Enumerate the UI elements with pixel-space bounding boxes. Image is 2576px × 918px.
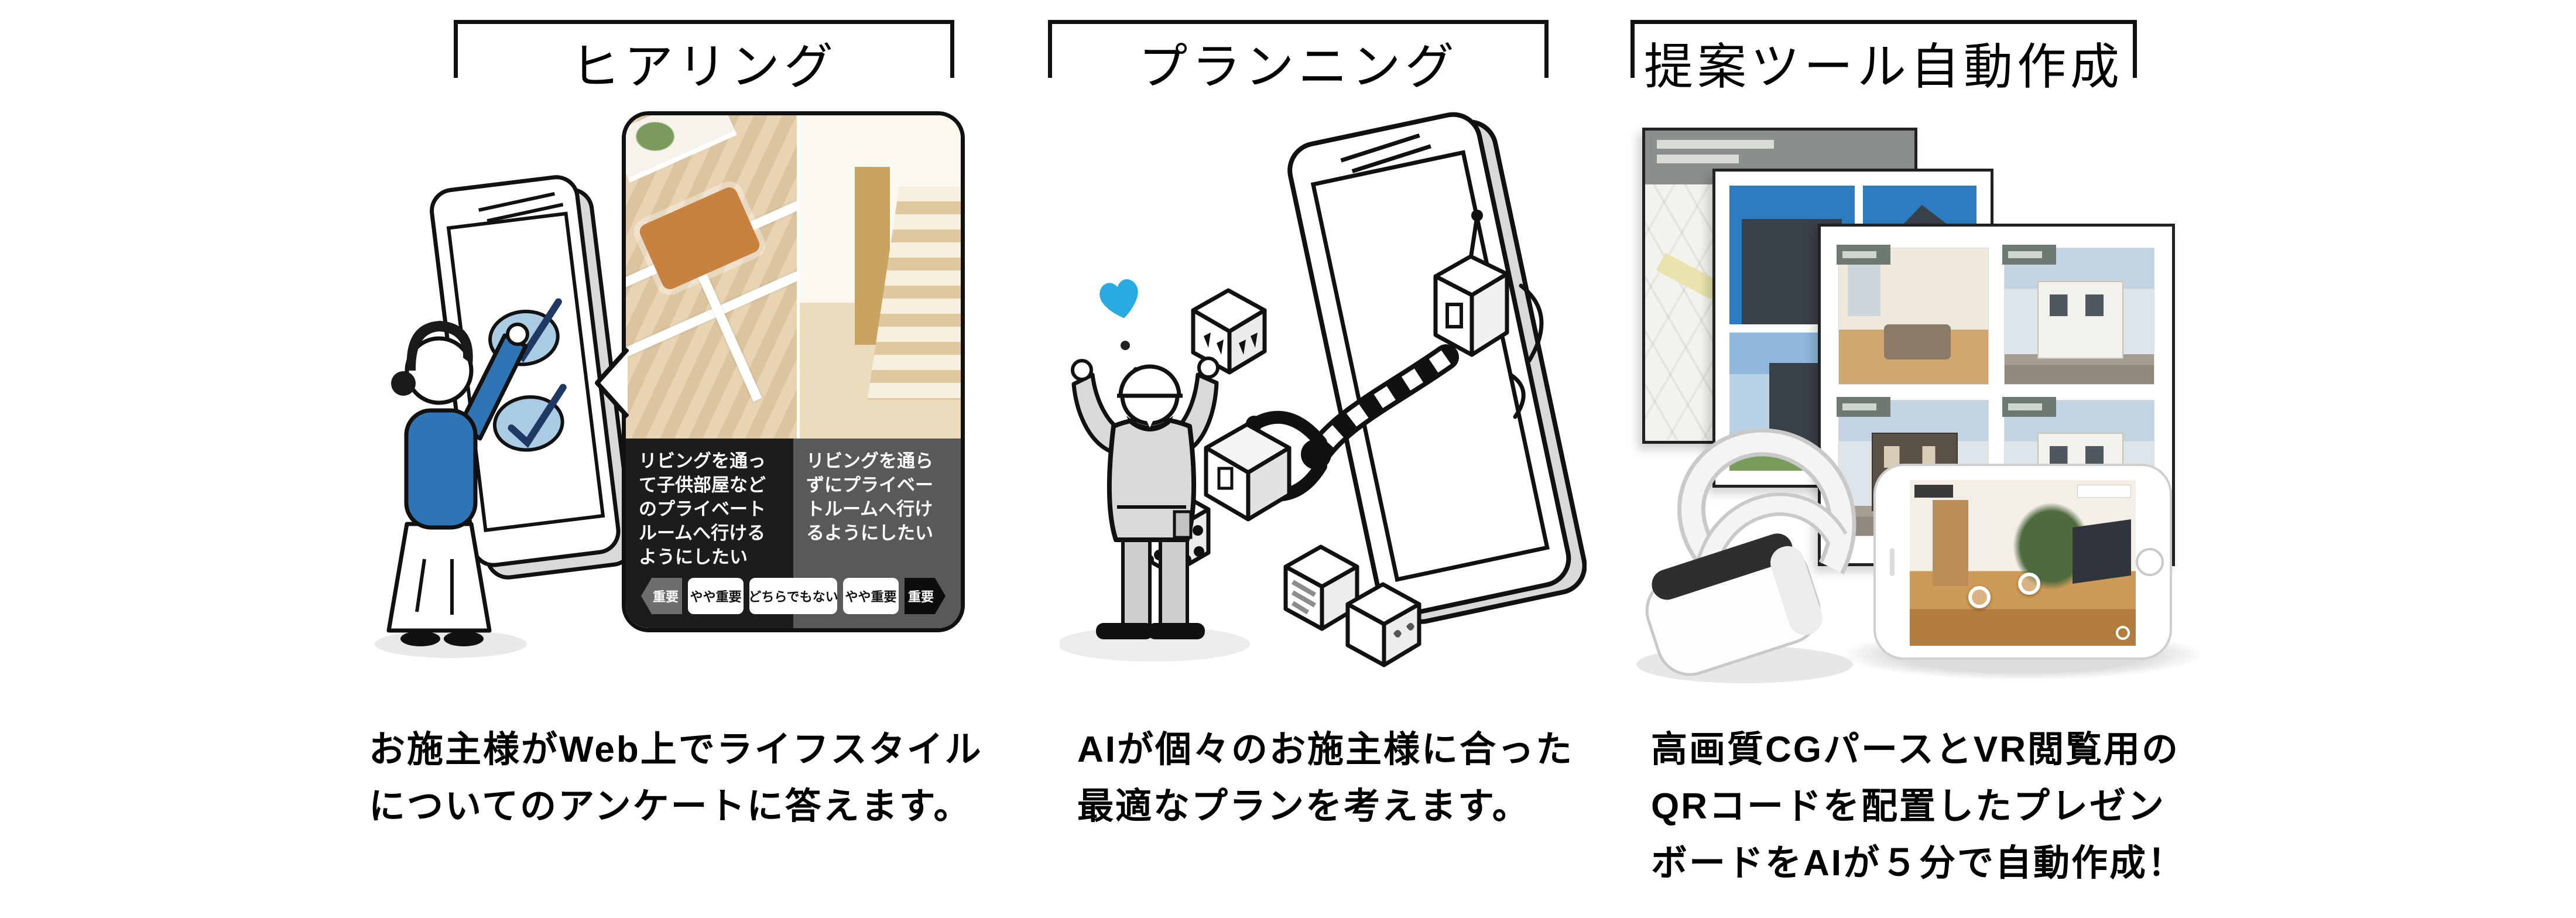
cube-icon-marks	[1345, 582, 1421, 667]
woman-figure	[375, 321, 529, 658]
cube-icon-document	[1283, 544, 1359, 631]
screen-label-chip	[1914, 485, 1953, 498]
panel-title-proposal: 提案ツール自動作成	[1643, 39, 2123, 94]
bracket-hearing: ヒアリング	[454, 20, 954, 114]
planning-illustration	[1060, 112, 1587, 667]
panel-title-hearing: ヒアリング	[570, 39, 837, 94]
smartphone-icon	[1873, 464, 2172, 660]
heart-icon	[1099, 279, 1138, 318]
caption-line: 最適なプランを考えます。	[1077, 786, 1530, 827]
survey-option-right: リビングを通らずにプライベートルームへ行けるようにしたい	[806, 451, 933, 543]
interior-photo-dining	[626, 115, 800, 439]
phone-home-button	[2136, 547, 2164, 576]
panel-title-planning: プランニング	[1138, 39, 1458, 94]
cg-photo-interior	[1837, 245, 1989, 385]
photo-label-chip	[2002, 245, 2056, 265]
survey-option-left: リビングを通って子供部屋などのプライベートルームへ行けるようにしたい	[639, 451, 766, 567]
phone-screen-360-view	[1910, 480, 2136, 646]
caption-line: QRコードを配置したプレゼン	[1651, 786, 2166, 827]
robot-head-icon	[1433, 210, 1544, 419]
bracket-tick	[1048, 24, 1052, 78]
scale-button-somewhat-left: やや重要	[688, 578, 744, 614]
engineer-figure	[1060, 357, 1250, 662]
caption-line: についてのアンケートに答えます。	[369, 786, 972, 827]
scale-button-neutral: どちらでもない	[748, 578, 838, 614]
scale-button-important-right: 重要	[904, 578, 946, 614]
bracket-tick	[2133, 24, 2137, 78]
board-header-text-bar	[1657, 140, 1774, 149]
photo-label-chip	[2002, 396, 2056, 417]
bracket-planning: プランニング	[1048, 20, 1549, 114]
bracket-tick	[1630, 24, 1635, 78]
bracket-proposal: 提案ツール自動作成	[1630, 20, 2137, 114]
cube-icon-held	[1204, 422, 1292, 522]
hearing-illustration	[375, 175, 632, 658]
scale-button-somewhat-right: やや重要	[843, 578, 899, 614]
tablet-icon	[430, 175, 632, 580]
vr-headset-icon	[1636, 428, 1856, 683]
bracket-tick	[454, 24, 458, 78]
caption-line: AIが個々のお施主様に合った	[1077, 729, 1574, 770]
callout-notch	[595, 347, 629, 419]
survey-photos	[626, 115, 961, 439]
survey-scale-row: 重要 やや重要 どちらでもない やや重要 重要	[626, 578, 961, 628]
plant	[632, 119, 679, 154]
cube-icon-triangles	[1191, 288, 1267, 375]
dining-table	[637, 184, 762, 292]
photo-label-chip	[1837, 245, 1890, 265]
caption-line: ボードをAIが５分で自動作成！	[1651, 843, 2186, 883]
board-header-text-bar	[1657, 155, 1739, 163]
phone-speaker	[1890, 547, 1895, 576]
checkmark-icon	[492, 383, 567, 452]
screen-toolbar-pill	[2077, 485, 2131, 498]
survey-card: リビングを通って子供部屋などのプライベートルームへ行けるようにしたい リビングを…	[622, 111, 965, 632]
caption-planning: AIが個々のお施主様に合った 最適なプランを考えます。	[1077, 721, 1574, 835]
thought-dot	[1121, 341, 1130, 350]
photo-label-chip	[1837, 396, 1890, 417]
survey-question-area: リビングを通って子供部屋などのプライベートルームへ行けるようにしたい リビングを…	[626, 439, 961, 628]
caption-hearing: お施主様がWeb上でライフスタイル についてのアンケートに答えます。	[369, 721, 983, 835]
screen-corner-button	[2116, 626, 2130, 640]
scale-button-important-left: 重要	[641, 578, 683, 614]
caption-line: 高画質CGパースとVR閲覧用の	[1651, 729, 2180, 770]
interior-door	[1932, 499, 1969, 587]
nav-marker	[2018, 573, 2041, 595]
cg-photo-exterior	[2002, 245, 2154, 385]
interior-photo-stairs	[800, 115, 961, 439]
caption-line: お施主様がWeb上でライフスタイル	[369, 729, 983, 770]
bracket-tick	[950, 24, 954, 78]
stair-rail	[626, 263, 797, 363]
nav-marker	[1968, 586, 1991, 609]
interior-tv	[2072, 519, 2132, 584]
caption-proposal: 高画質CGパースとVR閲覧用の QRコードを配置したプレゼン ボードをAIが５分…	[1651, 721, 2186, 892]
bracket-tick	[1544, 24, 1549, 78]
